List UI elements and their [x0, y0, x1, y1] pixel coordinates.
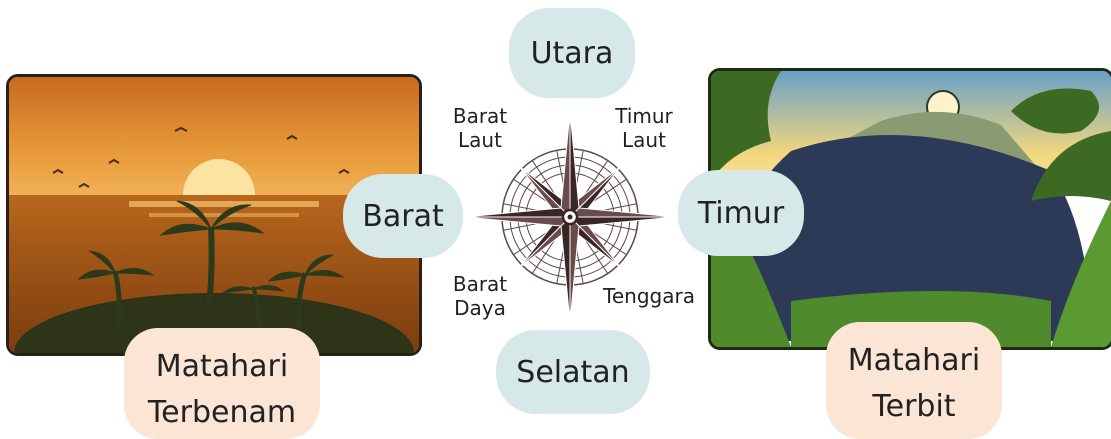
sunset-caption: Matahari Terbenam	[124, 328, 320, 439]
west-label: Barat	[343, 174, 463, 258]
west-text: Barat	[362, 198, 444, 234]
island	[14, 293, 414, 353]
north-label: Utara	[509, 8, 635, 98]
sunrise-caption: Matahari Terbit	[826, 322, 1002, 439]
south-text: Selatan	[516, 354, 630, 390]
east-text: Timur	[697, 195, 785, 231]
north-text: Utara	[530, 35, 614, 71]
southwest-label: Barat Daya	[452, 272, 508, 320]
south-label: Selatan	[496, 330, 650, 414]
sunset-picture	[6, 74, 422, 356]
sunset-caption-line2: Terbenam	[147, 395, 297, 430]
sunset-caption-line1: Matahari	[155, 349, 289, 384]
mountain	[727, 135, 1091, 341]
northeast-label: Timur Laut	[615, 104, 673, 152]
sunrise-caption-line2: Terbit	[872, 389, 956, 424]
birds	[52, 126, 350, 188]
southeast-label: Tenggara	[603, 284, 695, 308]
east-label: Timur	[678, 170, 804, 256]
sunset-illustration	[9, 77, 419, 353]
sunrise-caption-line1: Matahari	[847, 343, 981, 378]
sunrise-illustration	[711, 71, 1111, 347]
palm-trees	[77, 200, 345, 328]
northwest-label: Barat Laut	[452, 104, 508, 152]
compass-rose	[464, 110, 676, 324]
